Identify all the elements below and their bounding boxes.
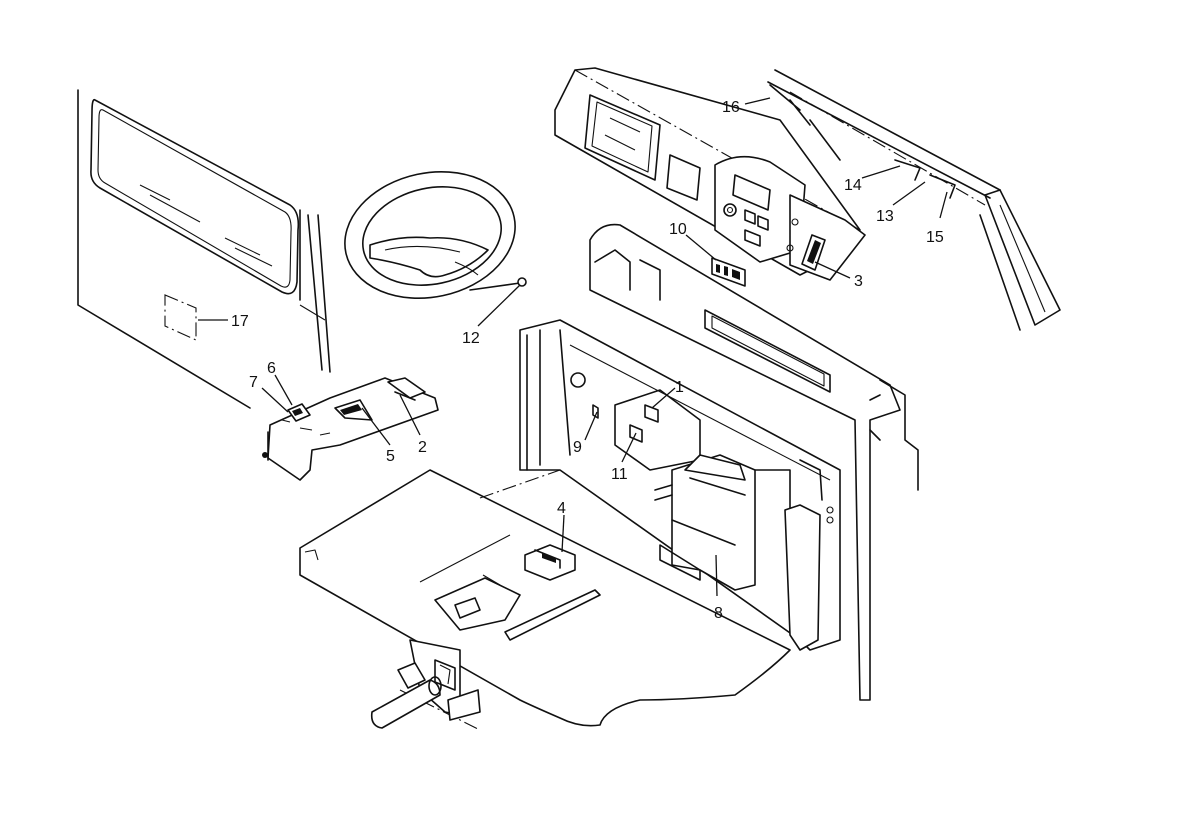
callout-3: 3 — [854, 273, 863, 290]
leader-lines — [198, 97, 948, 597]
callout-8: 8 — [714, 605, 723, 622]
callout-15: 15 — [926, 229, 944, 246]
cab-interior — [519, 319, 841, 651]
floor-pan — [299, 469, 791, 731]
callout-16: 16 — [722, 99, 740, 116]
cab-bulkhead — [589, 223, 919, 701]
callout-labels: 1 2 3 4 5 6 7 8 9 10 11 12 13 14 15 16 1… — [231, 99, 944, 622]
callout-14: 14 — [844, 177, 862, 194]
callout-13: 13 — [876, 208, 894, 225]
callout-6: 6 — [267, 360, 276, 377]
callout-11: 11 — [611, 466, 628, 483]
callout-5: 5 — [386, 448, 395, 465]
callout-10: 10 — [669, 221, 687, 238]
callout-7: 7 — [249, 374, 258, 391]
door-panel — [77, 89, 331, 409]
callout-4: 4 — [557, 500, 566, 517]
callout-1: 1 — [675, 379, 684, 396]
callout-9: 9 — [573, 439, 582, 456]
callout-17: 17 — [231, 313, 249, 330]
windshield-trim — [767, 69, 1061, 331]
steering-wheel — [344, 170, 527, 300]
callout-2: 2 — [418, 439, 427, 456]
callout-12: 12 — [462, 330, 480, 347]
pedal-bracket — [262, 377, 439, 481]
instrument-panel — [554, 67, 866, 281]
